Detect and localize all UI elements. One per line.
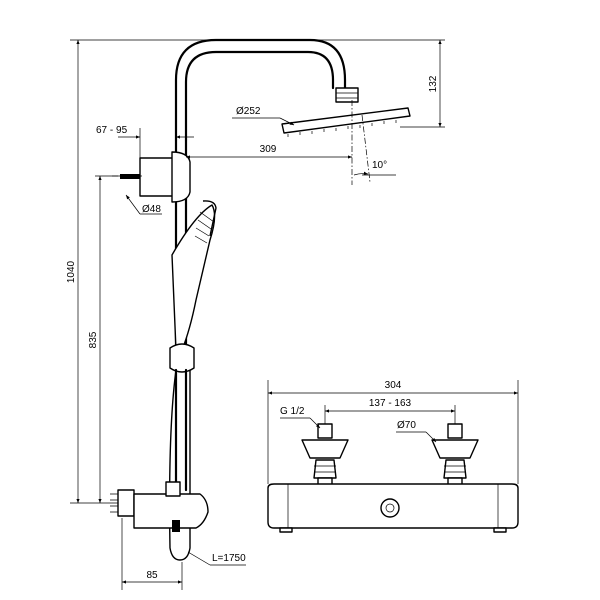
mixer-front-view [267, 423, 519, 533]
inlet-cover-right [431, 439, 479, 459]
shower-column [110, 38, 411, 561]
dim-valve-offset: 85 [146, 570, 158, 581]
inlet-cover-left [301, 439, 349, 459]
wall-bracket [139, 157, 177, 197]
dim-height-bar: 835 [88, 331, 99, 348]
dim-valve-width: 304 [385, 380, 402, 391]
dim-arm-reach: 309 [260, 144, 277, 155]
dimension-labels-right: 304 137 - 163 G 1/2 Ø70 [280, 380, 416, 431]
dim-height-total: 1040 [66, 260, 77, 283]
mixer-side [133, 493, 209, 529]
dim-inlet-spacing: 137 - 163 [369, 398, 412, 409]
dim-head-angle: 10° [372, 160, 387, 171]
head-shower [281, 107, 411, 134]
dim-head-drop: 132 [428, 75, 439, 92]
slide-holder [169, 343, 195, 373]
dim-inlet-thread: G 1/2 [280, 406, 305, 417]
head-connector [335, 87, 359, 103]
dim-cover-diameter: Ø70 [397, 420, 416, 431]
dimension-lines-left [70, 39, 445, 590]
eccentric-connector [117, 489, 135, 517]
dim-wall-offset: 67 - 95 [96, 125, 128, 136]
dimension-labels-left: 1040 835 132 309 Ø252 10° 67 - 95 Ø48 85… [66, 75, 439, 581]
dim-hose-length: L=1750 [212, 553, 246, 564]
dim-head-diameter: Ø252 [236, 106, 261, 117]
dim-holder-diameter: Ø48 [142, 204, 161, 215]
dimension-lines-right [267, 380, 519, 484]
bar-holder [171, 151, 191, 203]
